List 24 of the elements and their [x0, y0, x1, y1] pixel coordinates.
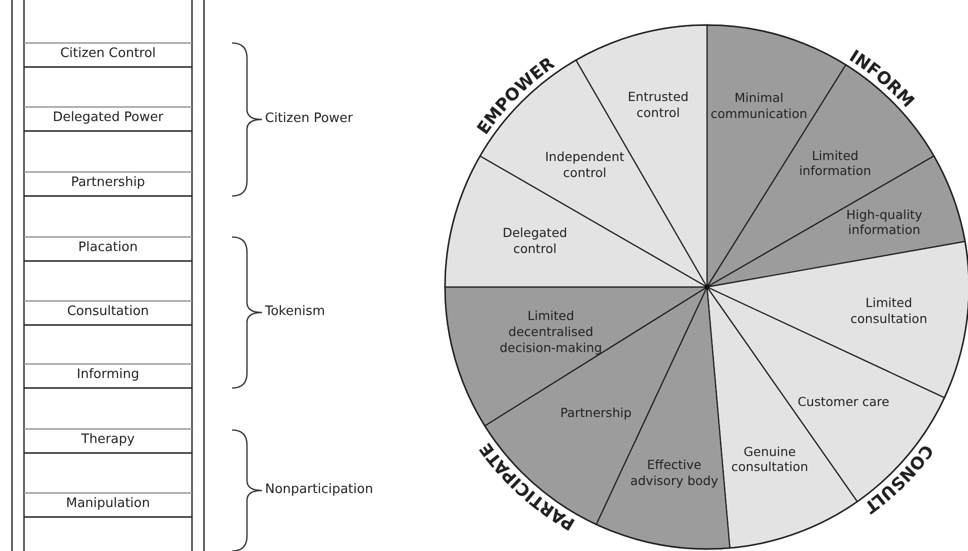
segment-label: Delegated control	[502, 225, 568, 256]
segment-label: Partnership	[560, 404, 632, 420]
segment-label: Genuine consultation	[730, 444, 810, 475]
segment-label: Minimal communication	[710, 90, 808, 122]
segment-label: Limited decentralised decision-making	[498, 308, 604, 356]
rung-label: Placation	[77, 240, 139, 255]
group-label: Nonparticipation	[265, 482, 374, 496]
segment-label: Independent control	[544, 149, 626, 180]
rung-label: Therapy	[80, 432, 136, 447]
rung-label: Partnership	[70, 175, 146, 190]
segment-label: Entrusted control	[626, 89, 690, 120]
segment-label: Limited information	[798, 148, 872, 179]
rung-label: Consultation	[66, 304, 150, 319]
group-label: Tokenism	[265, 304, 326, 318]
group-label: Citizen Power	[265, 110, 353, 126]
segment-label: Limited consultation	[849, 295, 928, 327]
segment-label: Customer care	[798, 394, 890, 410]
rung-label: Manipulation	[64, 496, 151, 511]
wheel-segment	[444, 286, 708, 426]
rung-label: Citizen Control	[59, 46, 157, 61]
segment-label: Effective advisory body	[629, 457, 720, 488]
rung-label: Delegated Power	[52, 110, 164, 125]
rung-label: Informing	[76, 367, 140, 382]
segment-label: High-quality information	[845, 206, 924, 238]
